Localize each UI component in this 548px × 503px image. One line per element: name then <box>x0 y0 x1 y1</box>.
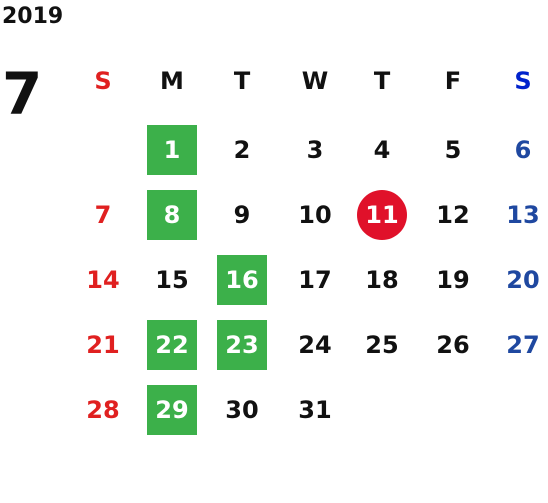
weekday-header-wed: W <box>301 67 329 95</box>
calendar-day-number: 12 <box>436 201 470 229</box>
calendar-day-number: 20 <box>506 266 540 294</box>
calendar-day-number: 26 <box>436 331 470 359</box>
calendar-day[interactable]: 31 <box>285 385 345 435</box>
calendar-day-number: 19 <box>436 266 470 294</box>
calendar-month: 7 <box>2 60 43 128</box>
calendar-day-number: 9 <box>233 201 251 229</box>
calendar-day[interactable]: 28 <box>73 385 133 435</box>
calendar-day-number: 11 <box>365 201 399 229</box>
calendar-day[interactable]: 2 <box>212 125 272 175</box>
calendar-day-number: 25 <box>365 331 399 359</box>
calendar-day[interactable]: 13 <box>493 190 548 240</box>
calendar-day[interactable]: 14 <box>73 255 133 305</box>
calendar-day[interactable]: 20 <box>493 255 548 305</box>
weekday-header-sat: S <box>514 67 532 95</box>
calendar-year: 2019 <box>2 4 64 29</box>
calendar-day[interactable]: 19 <box>423 255 483 305</box>
weekday-header-sun: S <box>94 67 112 95</box>
calendar-day[interactable]: 23 <box>212 320 272 370</box>
calendar-day[interactable]: 7 <box>73 190 133 240</box>
calendar-day-number: 10 <box>298 201 332 229</box>
calendar-day[interactable]: 22 <box>142 320 202 370</box>
calendar-day-number: 2 <box>233 136 251 164</box>
weekday-header-mon: M <box>160 67 184 95</box>
weekday-header-fri: F <box>444 67 462 95</box>
calendar-day[interactable]: 5 <box>423 125 483 175</box>
calendar-day-number: 1 <box>163 136 181 164</box>
calendar-day-today[interactable]: 11 <box>352 190 412 240</box>
calendar-day-number: 14 <box>86 266 120 294</box>
calendar-day-number: 28 <box>86 396 120 424</box>
calendar-day-number: 21 <box>86 331 120 359</box>
calendar-day-number: 31 <box>298 396 332 424</box>
calendar-day[interactable]: 26 <box>423 320 483 370</box>
calendar-day[interactable]: 12 <box>423 190 483 240</box>
weekday-header-thu: T <box>373 67 391 95</box>
calendar-day-number: 17 <box>298 266 332 294</box>
calendar-day-number: 18 <box>365 266 399 294</box>
calendar-day-number: 22 <box>155 331 189 359</box>
calendar-day-number: 30 <box>225 396 259 424</box>
calendar-day[interactable]: 16 <box>212 255 272 305</box>
calendar-day[interactable]: 9 <box>212 190 272 240</box>
calendar-day[interactable]: 30 <box>212 385 272 435</box>
calendar-day-number: 16 <box>225 266 259 294</box>
calendar-day-number: 3 <box>306 136 324 164</box>
calendar-day-number: 24 <box>298 331 332 359</box>
calendar-day[interactable]: 1 <box>142 125 202 175</box>
calendar-day[interactable]: 29 <box>142 385 202 435</box>
calendar-day[interactable]: 4 <box>352 125 412 175</box>
calendar-day[interactable]: 27 <box>493 320 548 370</box>
calendar-day[interactable]: 21 <box>73 320 133 370</box>
calendar-day-number: 8 <box>163 201 181 229</box>
calendar-day[interactable]: 8 <box>142 190 202 240</box>
weekday-header-tue: T <box>233 67 251 95</box>
calendar-day[interactable]: 17 <box>285 255 345 305</box>
calendar-day-number: 4 <box>373 136 391 164</box>
calendar-day-number: 29 <box>155 396 189 424</box>
calendar-day[interactable]: 25 <box>352 320 412 370</box>
calendar-day-number: 13 <box>506 201 540 229</box>
calendar-day-number: 6 <box>514 136 532 164</box>
calendar-day[interactable]: 15 <box>142 255 202 305</box>
calendar-day[interactable]: 24 <box>285 320 345 370</box>
calendar-day-number: 15 <box>155 266 189 294</box>
calendar-day-number: 23 <box>225 331 259 359</box>
calendar-day-number: 7 <box>94 201 112 229</box>
calendar-day-number: 27 <box>506 331 540 359</box>
calendar-day[interactable]: 3 <box>285 125 345 175</box>
calendar-day[interactable]: 18 <box>352 255 412 305</box>
calendar-day[interactable]: 6 <box>493 125 548 175</box>
calendar-day[interactable]: 10 <box>285 190 345 240</box>
calendar-day-number: 5 <box>444 136 462 164</box>
